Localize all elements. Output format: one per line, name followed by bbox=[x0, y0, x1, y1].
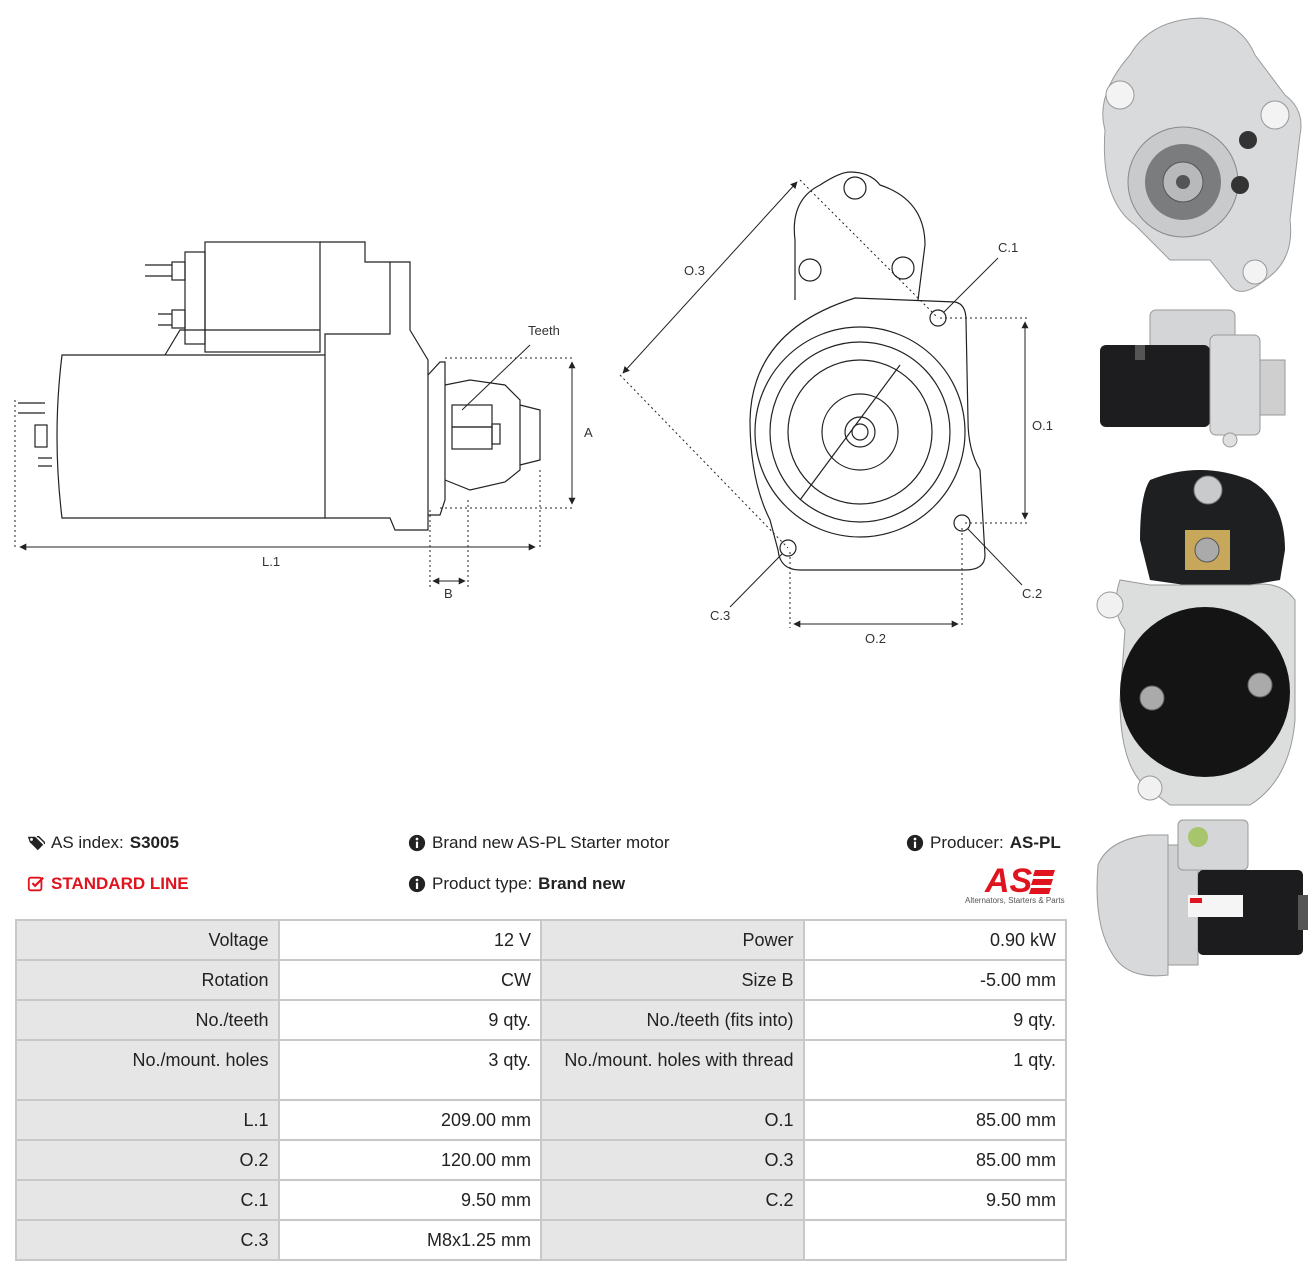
spec-key bbox=[542, 1221, 803, 1259]
spec-value: 12 V bbox=[279, 921, 541, 959]
label-o1: O.1 bbox=[1032, 418, 1053, 433]
producer-row: Producer: AS-PL bbox=[906, 833, 1061, 853]
spec-value: 85.00 mm bbox=[804, 1101, 1065, 1139]
label-o3: O.3 bbox=[684, 263, 705, 278]
spec-value: 9 qty. bbox=[279, 1001, 541, 1039]
spec-value: 3 qty. bbox=[279, 1041, 541, 1099]
label-l1: L.1 bbox=[262, 554, 280, 569]
as-index-value: S3005 bbox=[129, 833, 179, 852]
spec-key: No./teeth bbox=[17, 1001, 278, 1039]
standard-line-row: STANDARD LINE bbox=[27, 874, 189, 894]
spec-value: 209.00 mm bbox=[279, 1101, 541, 1139]
spec-key: No./teeth (fits into) bbox=[542, 1001, 803, 1039]
table-row: Rotation CW Size B -5.00 mm bbox=[17, 961, 1065, 999]
table-row: No./teeth 9 qty. No./teeth (fits into) 9… bbox=[17, 1001, 1065, 1039]
label-c1: C.1 bbox=[998, 240, 1018, 255]
product-photo-rear[interactable] bbox=[1090, 460, 1305, 810]
spec-key: C.3 bbox=[17, 1221, 278, 1259]
producer-value: AS-PL bbox=[1009, 833, 1061, 852]
logo-tagline: Alternators, Starters & Parts bbox=[965, 896, 1065, 905]
spec-value: 9.50 mm bbox=[279, 1181, 541, 1219]
spec-key: No./mount. holes bbox=[17, 1041, 278, 1099]
spec-key: Size B bbox=[542, 961, 803, 999]
label-a: A bbox=[584, 425, 593, 440]
spec-key: Rotation bbox=[17, 961, 278, 999]
label-c3: C.3 bbox=[710, 608, 730, 623]
spec-value: 0.90 kW bbox=[804, 921, 1065, 959]
table-row: Voltage 12 V Power 0.90 kW bbox=[17, 921, 1065, 959]
label-teeth: Teeth bbox=[528, 323, 560, 338]
spec-table: Voltage 12 V Power 0.90 kW Rotation CW S… bbox=[15, 919, 1067, 1261]
label-o2: O.2 bbox=[865, 631, 886, 646]
table-row: L.1 209.00 mm O.1 85.00 mm bbox=[17, 1101, 1065, 1139]
spec-key: C.2 bbox=[542, 1181, 803, 1219]
check-square-icon bbox=[27, 876, 44, 892]
technical-drawing: Teeth A L.1 B O.1 O.2 O.3 C.1 C.2 C.3 bbox=[14, 171, 1053, 646]
product-type-value: Brand new bbox=[538, 874, 626, 893]
product-type-row: Product type: Brand new bbox=[408, 874, 625, 894]
spec-key: L.1 bbox=[17, 1101, 278, 1139]
spec-value: 9 qty. bbox=[804, 1001, 1065, 1039]
table-row: C.3 M8x1.25 mm bbox=[17, 1221, 1065, 1259]
spec-value: 85.00 mm bbox=[804, 1141, 1065, 1179]
info-circle-icon bbox=[408, 834, 426, 852]
info-circle-icon bbox=[906, 834, 924, 852]
label-c2: C.2 bbox=[1022, 586, 1042, 601]
spec-key: O.3 bbox=[542, 1141, 803, 1179]
spec-value: -5.00 mm bbox=[804, 961, 1065, 999]
description-text: Brand new AS-PL Starter motor bbox=[432, 833, 670, 852]
spec-key: O.1 bbox=[542, 1101, 803, 1139]
standard-line-label: STANDARD LINE bbox=[51, 874, 189, 893]
spec-key: Voltage bbox=[17, 921, 278, 959]
spec-value: 9.50 mm bbox=[804, 1181, 1065, 1219]
spec-key: C.1 bbox=[17, 1181, 278, 1219]
product-photo-side[interactable] bbox=[1095, 305, 1290, 450]
spec-value: 1 qty. bbox=[804, 1041, 1065, 1099]
table-row: O.2 120.00 mm O.3 85.00 mm bbox=[17, 1141, 1065, 1179]
spec-value: CW bbox=[279, 961, 541, 999]
spec-key: O.2 bbox=[17, 1141, 278, 1179]
spec-key: No./mount. holes with thread bbox=[542, 1041, 803, 1099]
as-index-row: AS index: S3005 bbox=[27, 833, 179, 853]
product-photo-front[interactable] bbox=[1090, 10, 1310, 305]
producer-label: Producer: bbox=[930, 833, 1004, 852]
product-type-label: Product type: bbox=[432, 874, 533, 893]
tags-icon bbox=[27, 835, 45, 851]
spec-value bbox=[804, 1221, 1065, 1259]
as-index-label: AS index: bbox=[51, 833, 124, 852]
table-row: No./mount. holes 3 qty. No./mount. holes… bbox=[17, 1041, 1065, 1099]
description-row: Brand new AS-PL Starter motor bbox=[408, 833, 669, 853]
label-b: B bbox=[444, 586, 453, 601]
spec-value: M8x1.25 mm bbox=[279, 1221, 541, 1259]
product-photo-label-side[interactable] bbox=[1088, 815, 1313, 985]
svg-text:AS: AS bbox=[984, 862, 1033, 900]
as-pl-logo: AS bbox=[984, 862, 1055, 900]
info-circle-icon bbox=[408, 875, 426, 893]
spec-key: Power bbox=[542, 921, 803, 959]
spec-value: 120.00 mm bbox=[279, 1141, 541, 1179]
table-row: C.1 9.50 mm C.2 9.50 mm bbox=[17, 1181, 1065, 1219]
